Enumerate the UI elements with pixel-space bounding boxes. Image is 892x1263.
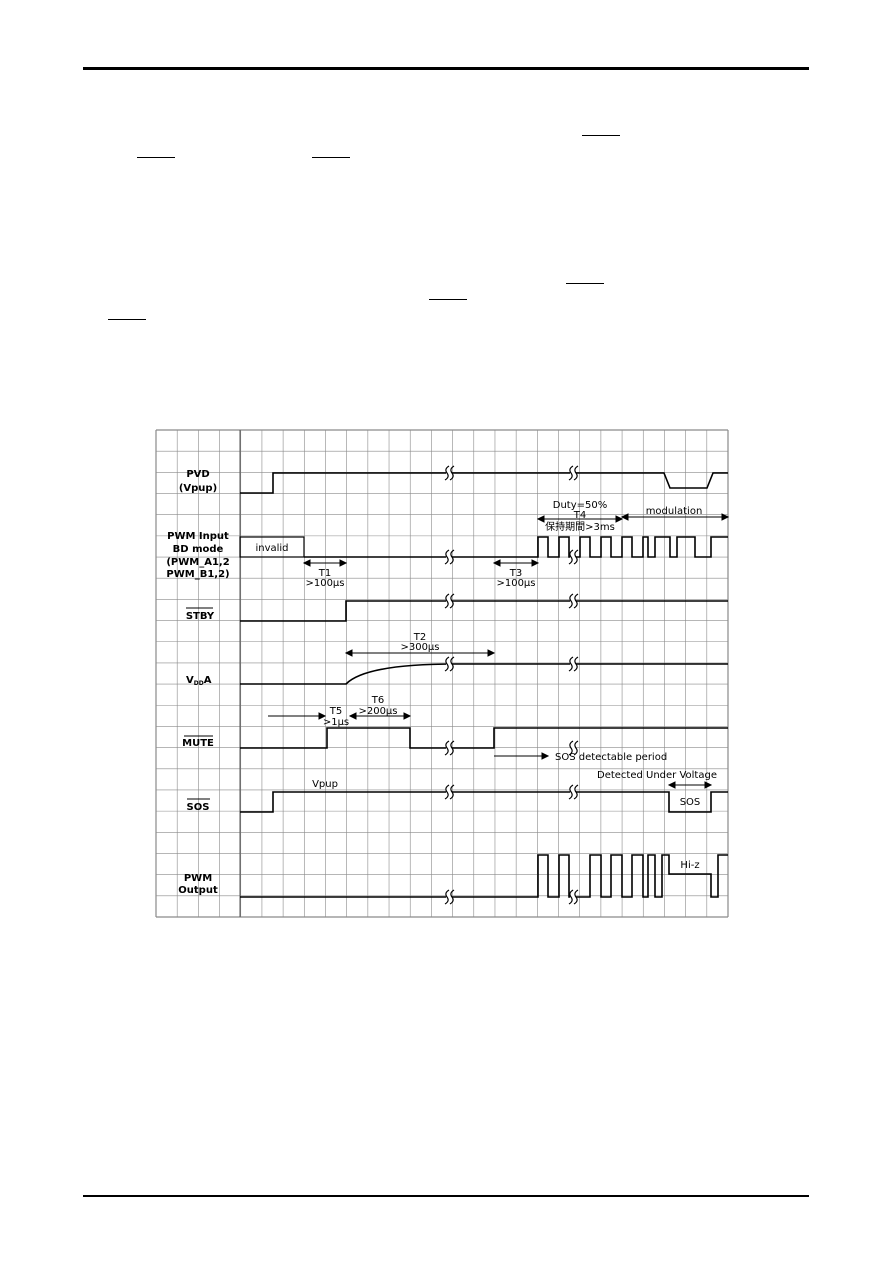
vdda-waveform xyxy=(240,663,728,685)
pwm-input-mode-label: BD mode xyxy=(173,544,224,555)
duty-label: Duty=50% xyxy=(553,500,607,511)
pwm-input-b-label: PWM_B1,2) xyxy=(166,569,229,580)
pwm-input-waveform xyxy=(304,536,728,558)
pwm-input-a-label: (PWM_A1,2 xyxy=(166,557,229,568)
t5-label: T5 xyxy=(329,706,342,717)
t1-value: >100μs xyxy=(305,578,344,589)
mute-waveform xyxy=(240,727,728,749)
invalid-text: invalid xyxy=(255,543,288,554)
invalid-box xyxy=(239,536,305,558)
waveforms xyxy=(239,472,728,898)
under-voltage-label: Detected Under Voltage xyxy=(597,770,717,781)
overline-mark xyxy=(582,135,620,136)
timing-arrows xyxy=(268,513,730,789)
vpup-label: Vpup xyxy=(312,779,338,790)
t5-value: >1μs xyxy=(323,717,349,728)
t4-value: 保持期間>3ms xyxy=(545,520,615,533)
overline-mark xyxy=(312,157,350,158)
stby-waveform xyxy=(240,600,728,622)
t2-value: >300μs xyxy=(400,642,439,653)
t3-label: T3 xyxy=(509,568,522,579)
annotations: invalid T1 >100μs T2 >300μs T3 >100μs Du… xyxy=(255,500,717,871)
sos-label: SOS xyxy=(187,802,210,813)
t3-value: >100μs xyxy=(496,578,535,589)
t1-label: T1 xyxy=(318,568,331,579)
t6-value: >200μs xyxy=(358,706,397,717)
header-rule xyxy=(83,67,809,70)
overline-mark xyxy=(137,157,175,158)
overbars xyxy=(184,607,213,800)
hiz-label: Hi-z xyxy=(680,860,699,871)
sos-box-label: SOS xyxy=(680,797,701,808)
t4-label: T4 xyxy=(573,510,586,521)
pwm-output-label: PWM xyxy=(184,873,212,884)
sos-period-label: SOS detectable period xyxy=(555,752,667,763)
pwm-input-label: PWM Input xyxy=(167,531,229,542)
t2-label: T2 xyxy=(413,632,426,643)
pvd-label: PVD xyxy=(186,469,209,480)
modulation-label: modulation xyxy=(646,506,703,517)
mute-label: MUTE xyxy=(182,738,214,749)
signal-labels: PVD (Vpup) PWM Input BD mode (PWM_A1,2 P… xyxy=(166,469,229,896)
stby-label: STBY xyxy=(186,611,215,622)
footer-rule xyxy=(83,1195,809,1197)
pwm-output-waveform xyxy=(240,854,728,898)
vdda-label: VDDA xyxy=(186,675,212,687)
overline-mark xyxy=(108,319,146,320)
sos-waveform xyxy=(240,791,728,813)
t6-label: T6 xyxy=(371,695,384,706)
pvd-label-sub: (Vpup) xyxy=(179,483,217,494)
pvd-waveform xyxy=(240,472,728,494)
overline-mark xyxy=(566,283,604,284)
grid xyxy=(155,429,729,918)
overline-mark xyxy=(429,299,467,300)
pwm-output-sub-label: Output xyxy=(178,885,218,896)
break-marks xyxy=(444,465,579,905)
